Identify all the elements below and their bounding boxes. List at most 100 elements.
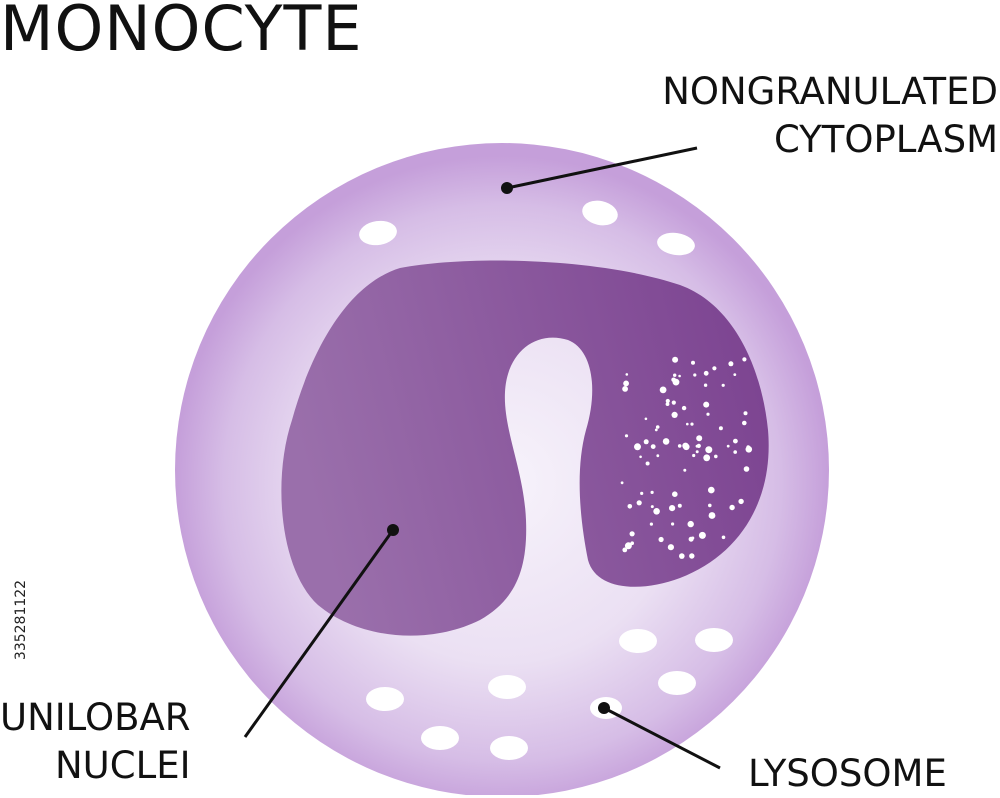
chromatin-dot [721,535,726,540]
chromatin-dot [703,401,710,408]
nuclei-leader-line [243,529,395,738]
chromatin-dot [726,444,730,448]
chromatin-dot [622,386,628,392]
chromatin-dot [620,481,624,485]
chromatin-dot [659,386,667,394]
chromatin-dot [683,443,690,451]
chromatin-dot [733,438,738,444]
lysosome-leader-dot [598,702,610,714]
vacuole [695,628,733,652]
chromatin-dot [729,504,735,511]
chromatin-dot [630,541,634,545]
chromatin-dot [708,503,712,508]
chromatin-dot [639,455,642,459]
chromatin-dot [714,454,718,459]
lysosome-leader-line [603,706,721,770]
chromatin-dot [692,453,696,458]
chromatin-dot [691,360,695,365]
chromatin-dot [677,444,682,448]
chromatin-dot [742,357,747,362]
chromatin-dot [745,446,753,453]
vacuole [488,675,526,699]
chromatin-dot [733,373,737,376]
chromatin-dot [653,508,660,515]
chromatin-dot [686,422,689,426]
chromatin-dot [696,435,703,442]
chromatin-dot [695,450,699,454]
chromatin-dot [703,370,709,376]
chromatin-dot [743,466,750,472]
cytoplasm-label: NONGRANULATED CYTOPLASM [662,70,998,161]
chromatin-dot [655,425,660,429]
chromatin-dot [629,531,635,537]
vacuole [366,687,404,711]
chromatin-dot [703,383,708,387]
chromatin-dot [705,446,713,454]
chromatin-dot [650,444,656,449]
chromatin-dot [625,373,629,376]
chromatin-dot [654,428,658,432]
stock-id: 335281122 [13,579,29,661]
vacuole [658,671,696,695]
chromatin-dot [627,504,633,509]
chromatin-dot [672,378,680,386]
vacuole [657,232,695,256]
chromatin-dot [624,434,629,438]
chromatin-dot [718,426,723,431]
chromatin-dot [696,443,701,448]
chromatin-dot [640,491,644,495]
chromatin-dot [678,374,681,378]
chromatin-dot [645,461,650,466]
chromatin-dot [623,380,629,387]
chromatin-dot [672,491,678,498]
chromatin-dot [672,356,679,363]
chromatin-dot [650,490,654,494]
cytoplasm-leader-line [506,146,698,190]
chromatin-dot [689,553,695,559]
chromatin-dot [665,398,670,404]
chromatin-dot [658,536,664,543]
chromatin-dot [665,402,670,406]
nucleus [281,260,769,636]
vacuole [619,629,657,653]
chromatin-dot [743,411,748,416]
chromatin-dot [643,439,649,445]
chromatin-dot [671,411,678,418]
chromatin-dot [721,383,725,387]
chromatin-dot [624,542,632,550]
chromatin-dot [656,454,660,458]
vacuole [582,200,618,226]
chromatin-dot [706,412,710,416]
nuclei-leader-dot [387,524,399,536]
chromatin-dot [679,553,685,559]
chromatin-dot [681,405,687,411]
chromatin-dot [690,422,694,426]
chromatin-dot [693,373,697,377]
chromatin-dot [622,547,628,553]
chromatin-dot [671,400,676,405]
chromatin-dot [634,443,641,451]
chromatin-dot [649,522,654,526]
chromatin-dot [728,361,734,367]
diagram-title: MONOCYTE [0,0,363,65]
chromatin-dot [703,454,711,462]
chromatin-dot [669,505,676,512]
chromatin-dot [708,486,715,494]
chromatin-dot [691,536,695,540]
leader-lines [243,146,721,770]
chromatin-dot [733,450,737,454]
chromatin-dot [677,503,682,508]
chromatin-dot [644,417,648,421]
chromatin-dot [636,500,642,506]
cytoplasm-leader-dot [501,182,513,194]
chromatin-dot [671,522,675,526]
vacuole [490,736,528,760]
chromatin-dot [662,438,670,445]
chromatin-dot [650,505,654,509]
chromatin-dot [673,373,677,377]
chromatin-dot [712,366,717,371]
chromatin-dot [738,498,744,505]
chromatin-dot [708,512,716,519]
vacuole [359,220,397,246]
